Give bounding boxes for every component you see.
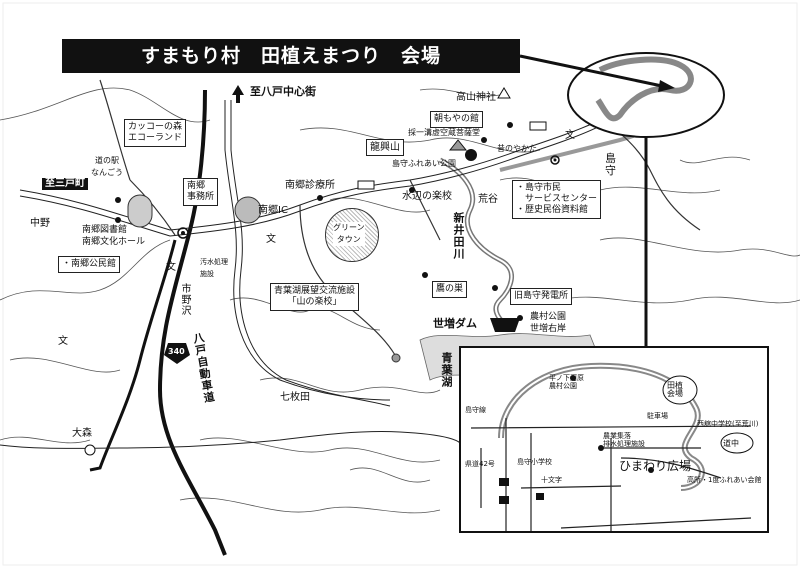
- label-fureai: 島守ふれあい公園: [392, 159, 456, 168]
- inset-label-hinomaki: 平ノ下河原 農村公園: [549, 374, 584, 390]
- page-title: すまもり村 田植えまつり 会場: [62, 39, 520, 73]
- label-nakano: 中野: [30, 218, 50, 229]
- label-clinic: 南郷診療所: [285, 180, 335, 191]
- inset-label-nouson: 農業集落 排水処理施設: [603, 432, 645, 448]
- inset-label-himawari: ひまわり広場: [619, 459, 692, 473]
- inset-label-kaijo: 田植 会場: [667, 381, 683, 398]
- label-niida-river: 新井田川: [452, 212, 465, 260]
- label-nouzai-park: 農村公園 世増右岸: [530, 312, 567, 334]
- label-nango-office: 南郷 事務所: [183, 178, 219, 206]
- label-osui: 汚水処理 施設: [200, 258, 228, 278]
- label-shimamori: 島 守: [605, 152, 616, 177]
- label-nanamaita: 七枚田: [280, 392, 310, 403]
- label-takanosu: 鷹の巣: [432, 281, 468, 298]
- terrain-lines: [0, 87, 800, 514]
- hakkoda-expressway: [157, 89, 227, 556]
- nango-ic-symbol: [234, 196, 262, 224]
- label-green-town: グリーン タウン: [333, 222, 365, 246]
- pointer-line-1: [519, 54, 663, 88]
- label-hachinohe: 至八戸中心街: [250, 85, 316, 98]
- label-school-1: 文: [266, 234, 276, 245]
- label-shimamori-center: ・島守市民 サービスセンター ・歴史民俗資料館: [512, 180, 602, 219]
- label-ichinosawa: 市野沢: [179, 283, 190, 316]
- label-dam: 世増ダム: [433, 317, 477, 330]
- inset-label-gohansho: 高所・1度ふれあい会館: [687, 476, 762, 484]
- inset-label-side1: 島守線: [465, 406, 486, 414]
- inset-label-road-sign: 西舘中学校(至荒川): [697, 420, 759, 428]
- label-old-plant: 旧島守発電所: [510, 288, 573, 305]
- label-school-3: 文: [58, 336, 68, 347]
- label-saikou: 採一溝虚空蔵菩薩堂: [408, 128, 480, 137]
- label-kappo: カッコーの森 エコーランド: [124, 119, 187, 147]
- label-asamoya: 朝もやの館: [430, 111, 484, 128]
- label-omori: 大森: [72, 428, 92, 439]
- inset-label-ring: 道中: [723, 439, 739, 448]
- label-araya: 荒谷: [478, 194, 498, 205]
- label-route-340: 340: [168, 347, 185, 356]
- label-nango-ic: 南郷IC: [258, 205, 288, 216]
- label-aoba-lake: 青葉湖: [440, 352, 453, 388]
- label-aoba-facility: 青葉湖展望交流施設 「山の楽校」: [270, 283, 360, 311]
- label-takayama: 高山神社: [456, 92, 496, 103]
- niida-river: [438, 157, 514, 332]
- poi-markers: [84, 122, 560, 456]
- label-school-4: 文: [565, 130, 575, 141]
- label-nobori: 昔のやかた: [497, 144, 537, 153]
- label-mizube: 水辺の楽校: [402, 191, 452, 202]
- route-340: [89, 239, 177, 472]
- label-library: 南郷図書館 南郷文化ホール: [82, 225, 146, 247]
- label-kominkan: ・南郷公民館: [58, 256, 121, 273]
- inset-label-side4: 十文字: [541, 476, 562, 484]
- label-michinoeki: 道の駅 なんごう: [91, 156, 123, 177]
- label-sannohe: 至三戸町: [42, 178, 88, 190]
- yomasu-dam: [490, 318, 520, 332]
- inset-label-side2: 県道42号: [465, 460, 495, 468]
- inset-label-side3: 島守小学校: [517, 458, 552, 466]
- inset-map: 平ノ下河原 農村公園 田植 会場 駐車場 道中 西舘中学校(至荒川) 農業集落 …: [459, 346, 769, 533]
- label-ryukozan: 龍興山: [366, 139, 404, 156]
- label-school-2: 文: [166, 262, 176, 273]
- inset-label-parking: 駐車場: [647, 412, 668, 420]
